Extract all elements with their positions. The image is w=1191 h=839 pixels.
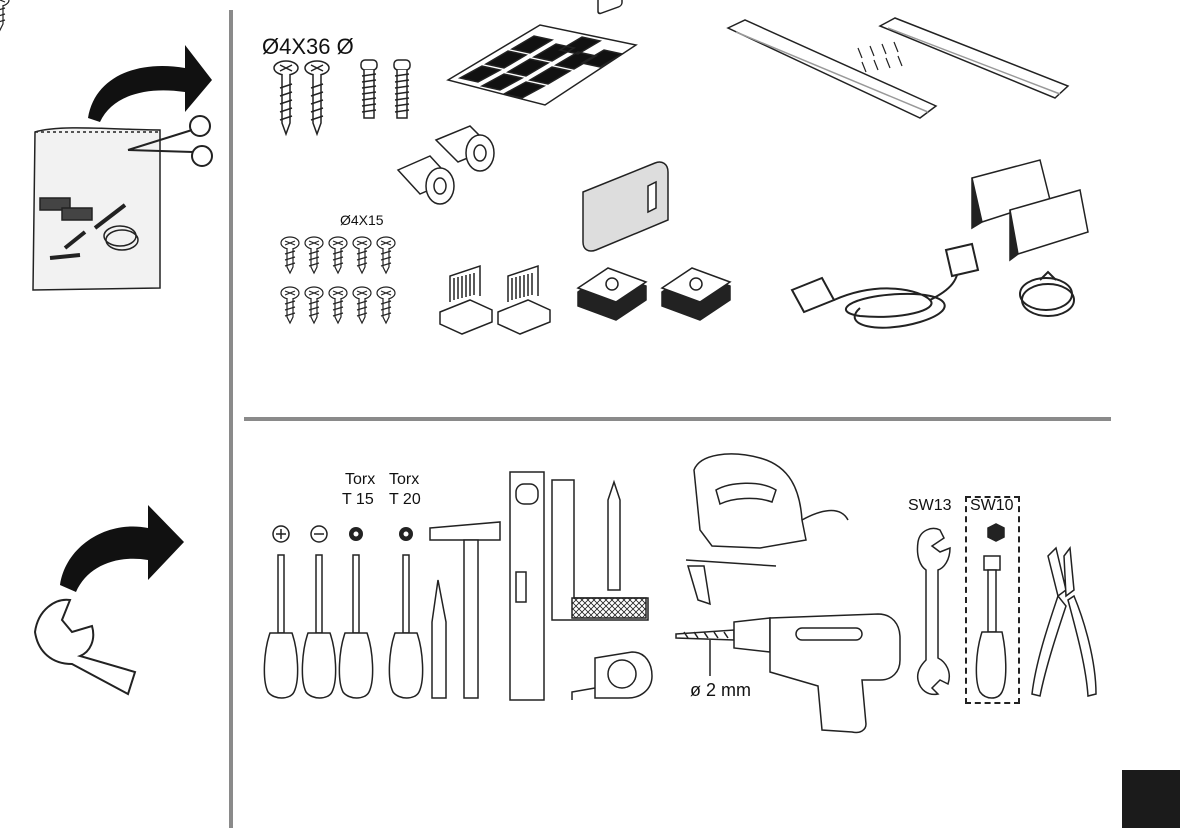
- side-cutter-pliers-icon: [1032, 548, 1096, 696]
- open-bag-arrow-icon: [88, 45, 212, 122]
- pencil-icon: [608, 482, 620, 590]
- power-cord-icon: [792, 244, 978, 328]
- jigsaw-icon: [686, 454, 848, 604]
- try-square-icon: [552, 480, 648, 620]
- small-screws-cluster-icon: [858, 42, 902, 72]
- screw-large-group: [274, 60, 410, 134]
- socket-driver-sw10-icon: [976, 524, 1005, 698]
- spirit-level-icon: [510, 472, 544, 700]
- screwdriver-torx15-icon: [339, 555, 372, 698]
- screwdriver-torx20-icon: [389, 555, 422, 698]
- felt-pad-sheet-icon: [448, 25, 636, 105]
- screwdriver-phillips-icon: [264, 555, 297, 698]
- flat-symbol-icon: [311, 526, 327, 542]
- power-drill-icon: [734, 614, 900, 733]
- center-punch-icon: [432, 580, 446, 698]
- open-wrench-sw13-icon: [917, 529, 950, 695]
- adhesive-clip-icon: [578, 268, 730, 320]
- hose-clamp-icon: [1020, 272, 1074, 316]
- side-bracket-icon: [972, 160, 1088, 260]
- wall-plug-icon: [398, 126, 494, 204]
- screwdriver-flat-icon: [302, 555, 335, 698]
- tape-measure-icon: [572, 652, 652, 700]
- parts-bag-icon: [33, 128, 160, 290]
- torx15-symbol-icon: [349, 527, 363, 541]
- toothed-clip-icon: [440, 266, 550, 334]
- mounting-rail-right-icon: [880, 18, 1068, 98]
- wrench-icon: [35, 600, 135, 694]
- drill-bit-icon: [676, 630, 734, 676]
- torx20-symbol-icon: [399, 527, 413, 541]
- phillips-symbol-icon: [273, 526, 289, 542]
- tools-arrow-icon: [60, 505, 184, 592]
